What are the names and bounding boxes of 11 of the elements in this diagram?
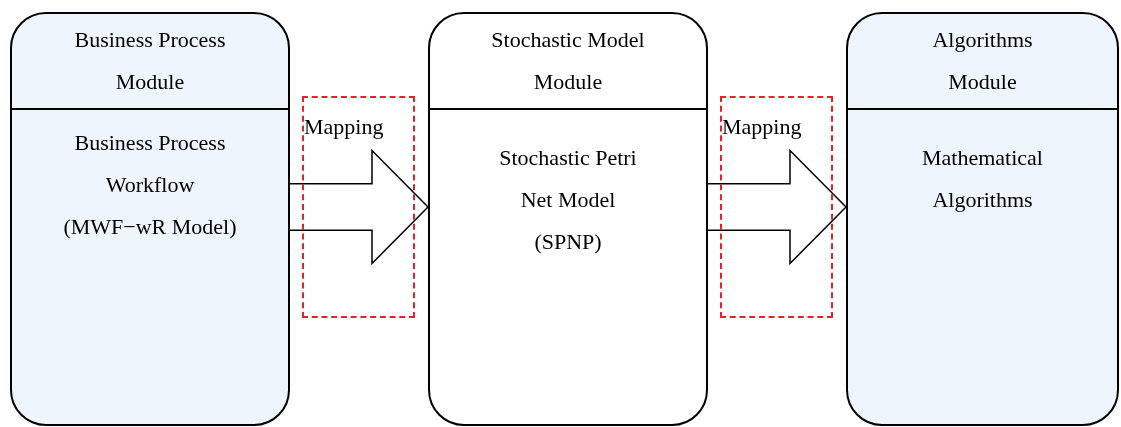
module-box — [846, 12, 1119, 426]
module-description: Business Process Workflow (MWF−wR Model) — [62, 129, 238, 241]
edge-label: Mapping — [722, 114, 802, 140]
module-box — [10, 12, 290, 426]
module-title: Algorithms Module — [931, 26, 1034, 96]
module-box — [428, 12, 708, 426]
edge-label: Mapping — [304, 114, 384, 140]
module-description: Mathematical Algorithms — [921, 144, 1044, 214]
module-description: Stochastic Petri Net Model (SPNP) — [498, 144, 638, 256]
module-title: Business Process Module — [73, 26, 227, 96]
module-title: Stochastic Model Module — [490, 26, 646, 96]
